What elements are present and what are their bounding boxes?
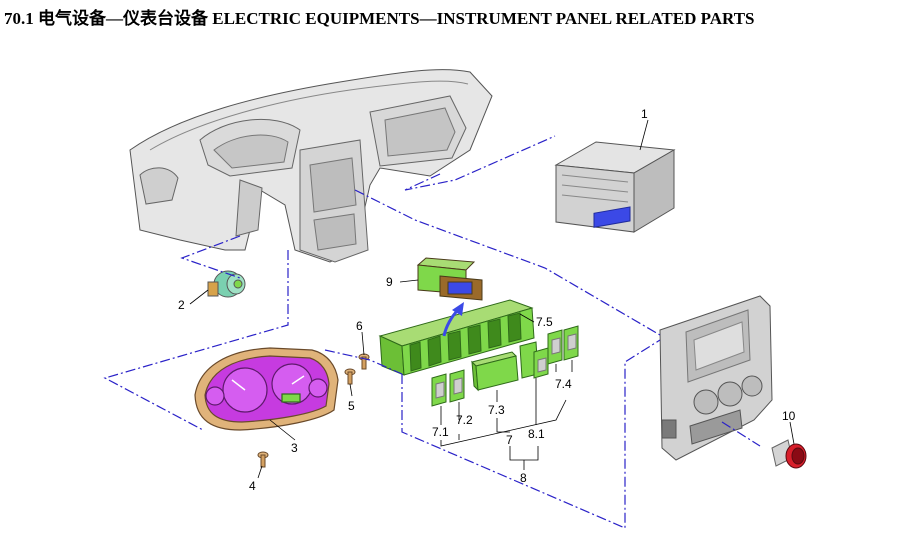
callout-7-4: 7.4	[555, 377, 572, 391]
screw-part-6	[358, 353, 370, 370]
callout-10: 10	[782, 409, 796, 423]
screw-part-5	[344, 368, 356, 385]
switch-part-8-1	[519, 341, 549, 379]
leader-lines	[103, 135, 761, 529]
callout-3: 3	[291, 441, 298, 455]
callout-7-3: 7.3	[488, 403, 505, 417]
switch-part-7-4	[547, 325, 579, 365]
switch-part-7-2	[449, 369, 465, 403]
switch-part-7-3	[471, 351, 519, 392]
center-console-bezel	[659, 295, 773, 461]
assembly-arrow-head	[452, 302, 464, 316]
callout-9: 9	[386, 275, 393, 289]
callout-4: 4	[249, 479, 256, 493]
screw-part-4	[257, 451, 269, 468]
instrument-panel-dashboard	[129, 69, 493, 263]
lighter-knob-part-10	[771, 439, 807, 469]
callout-8-1: 8.1	[528, 427, 545, 441]
module-part-9	[416, 257, 483, 301]
callout-7-1: 7.1	[432, 425, 449, 439]
radio-unit-part-1	[554, 141, 676, 233]
sensor-part-2	[207, 270, 246, 298]
callout-6: 6	[356, 319, 363, 333]
callout-2: 2	[178, 298, 185, 312]
callout-leaders	[189, 119, 795, 479]
callout-7-2: 7.2	[456, 413, 473, 427]
callout-1: 1	[641, 107, 648, 121]
switch-bezel-part-7-5	[378, 299, 535, 376]
instrument-cluster-part-3	[194, 347, 339, 431]
callout-labels: 1 2 3 4 5 6 9 7.5 7.4 7.3 7.1 7.2 7 8.1 …	[178, 107, 796, 493]
switch-part-7-1	[431, 373, 447, 407]
callout-8: 8	[520, 471, 527, 485]
callout-7: 7	[506, 433, 513, 447]
callout-5: 5	[348, 399, 355, 413]
callout-7-5: 7.5	[536, 315, 553, 329]
page-title: 70.1 电气设备—仪表台设备 ELECTRIC EQUIPMENTS—INST…	[4, 9, 755, 28]
